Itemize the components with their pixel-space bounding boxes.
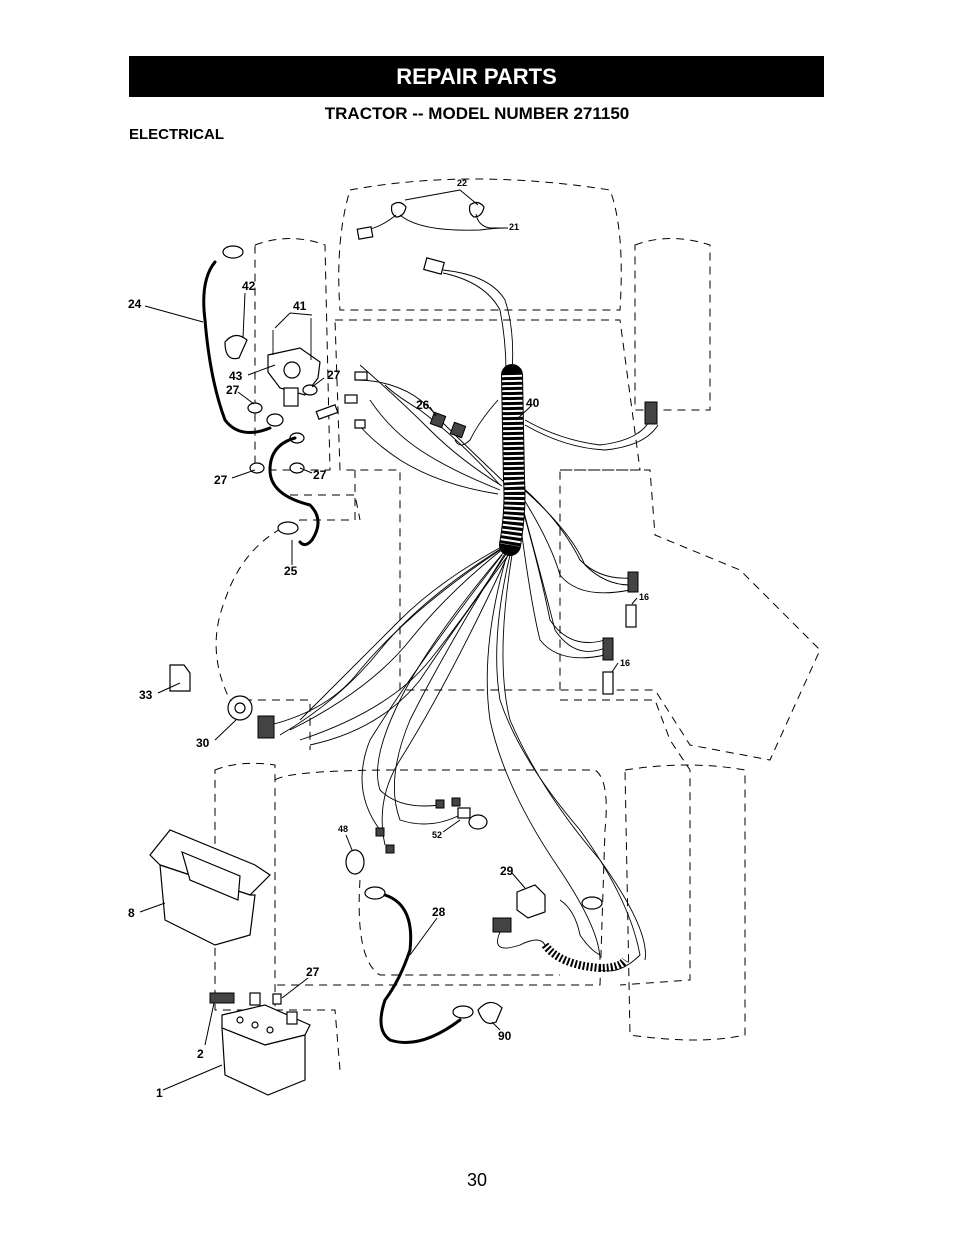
repair-parts-banner: REPAIR PARTS: [129, 56, 824, 97]
callout-22: 22: [457, 178, 467, 188]
callout-43: 43: [229, 369, 243, 383]
connectors-26: [429, 411, 467, 439]
solenoid-assembly: [224, 318, 368, 474]
lower-connectors: [345, 797, 488, 875]
wire-loom: [499, 364, 526, 556]
callout-48: 48: [338, 824, 348, 834]
model-title: TRACTOR -- MODEL NUMBER 271150: [324, 104, 630, 123]
callout-29: 29: [500, 864, 514, 878]
leader-lines: [139, 189, 638, 1091]
headlight-harness: [356, 201, 514, 373]
callout-25: 25: [284, 564, 298, 578]
callout-27-c: 27: [214, 473, 228, 487]
section-label: ELECTRICAL: [129, 126, 224, 143]
callout-28: 28: [432, 905, 446, 919]
relay-29: [492, 884, 629, 973]
callout-1: 1: [156, 1086, 163, 1100]
callout-27-d: 27: [313, 468, 327, 482]
callout-52: 52: [432, 830, 442, 840]
battery-cable-24: [202, 245, 284, 434]
callout-16-b: 16: [620, 658, 630, 668]
seat-switch-connectors: [602, 401, 658, 695]
ignition-parts: [169, 664, 275, 739]
callout-41: 41: [293, 299, 307, 313]
callout-16-a: 16: [639, 592, 649, 602]
callout-numbers: 24 42 41 43 27 27 27 27 25 26 40 22 21 1…: [128, 178, 649, 1100]
main-wire-harness: [269, 364, 659, 972]
callout-26: 26: [416, 398, 430, 412]
callout-27-b: 27: [327, 368, 341, 382]
frame-outline: [214, 178, 821, 1071]
callout-33: 33: [139, 688, 153, 702]
page-number: 30: [466, 1170, 488, 1190]
callout-8: 8: [128, 906, 135, 920]
battery: [209, 992, 311, 1096]
callout-40: 40: [526, 396, 540, 410]
callout-30: 30: [196, 736, 210, 750]
callout-24: 24: [128, 297, 142, 311]
callout-27-a: 27: [226, 383, 240, 397]
callout-2: 2: [197, 1047, 204, 1061]
callout-21: 21: [509, 222, 519, 232]
terminal-boot-90: [477, 1001, 503, 1025]
cable-25: [268, 436, 320, 547]
callout-27-e: 27: [306, 965, 320, 979]
battery-box: [149, 829, 271, 946]
callout-42: 42: [242, 279, 256, 293]
ground-cable-28: [364, 886, 474, 1044]
callout-90: 90: [498, 1029, 512, 1043]
